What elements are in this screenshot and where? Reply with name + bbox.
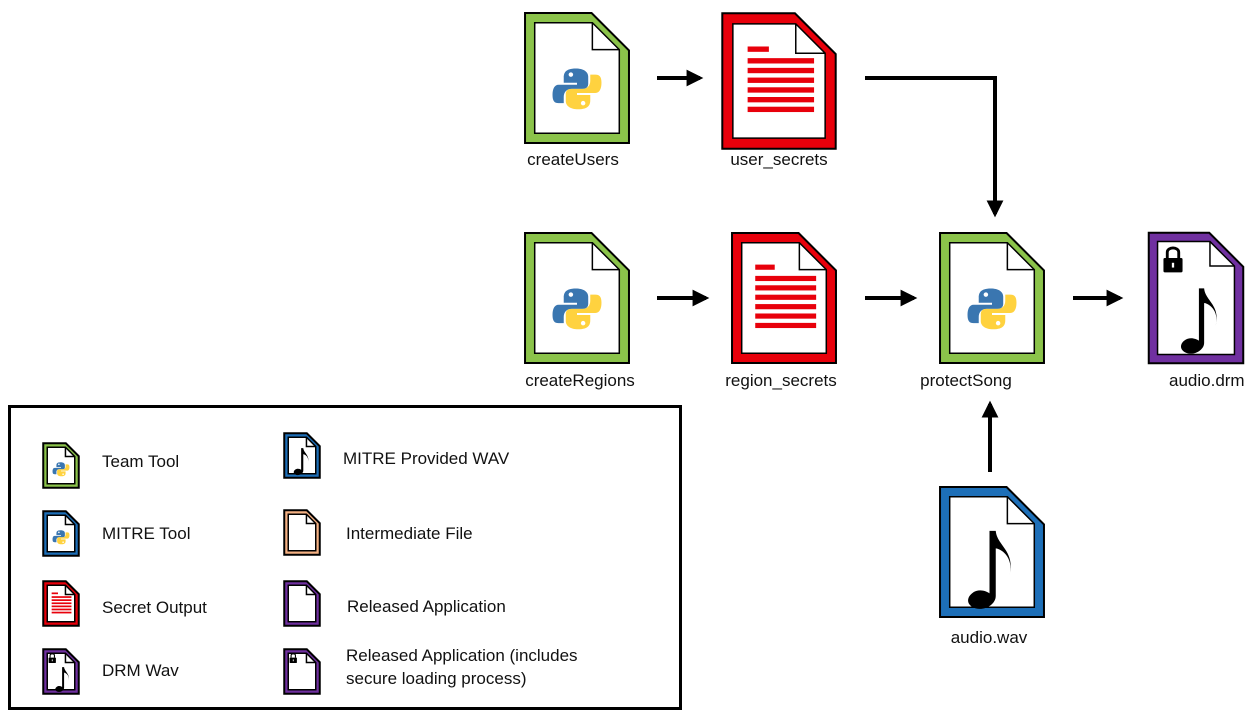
legend-label-intermediate-file: Intermediate File — [346, 524, 473, 543]
node-label-region-secrets: region_secrets — [725, 371, 837, 390]
legend-label-secret-output: Secret Output — [102, 598, 207, 617]
node-label-audio-drm: audio.drm — [1169, 371, 1245, 390]
user-secrets-file-icon — [721, 12, 837, 150]
createregions-file-icon — [524, 232, 630, 364]
legend-label-released-application-secure-line2: secure loading process) — [346, 669, 527, 688]
legend-released-application-icon — [283, 580, 321, 627]
node-label-audio-wav: audio.wav — [950, 628, 1028, 647]
legend-drm-wav-icon — [42, 648, 80, 695]
region-secrets-file-icon — [731, 232, 837, 364]
legend-mitre-provided-wav-icon — [283, 432, 321, 479]
node-label-protectsong: protectSong — [920, 371, 1012, 390]
legend-label-drm-wav: DRM Wav — [102, 661, 179, 680]
arrow-usersecrets-to-protectsong — [865, 76, 1004, 218]
legend-label-released-application: Released Application — [347, 597, 506, 616]
legend-intermediate-file-icon — [283, 509, 321, 556]
node-label-user-secrets: user_secrets — [730, 150, 828, 169]
legend-released-application-secure-icon — [283, 648, 321, 695]
createusers-file-icon — [524, 12, 630, 144]
legend — [8, 405, 682, 710]
legend-label-released-application-secure: Released Application (includes — [346, 646, 578, 665]
legend-label-mitre-tool: MITRE Tool — [102, 524, 191, 543]
audio-drm-file-icon — [1147, 231, 1245, 365]
audio-wav-file-icon — [939, 486, 1045, 618]
node-label-createusers: createUsers — [527, 150, 619, 169]
legend-team-tool-icon — [42, 442, 80, 489]
node-label-createregions: createRegions — [525, 371, 635, 390]
legend-label-mitre-provided-wav: MITRE Provided WAV — [343, 449, 510, 468]
protectsong-file-icon — [939, 232, 1045, 364]
legend-label-team-tool: Team Tool — [102, 452, 180, 471]
legend-secret-output-icon — [42, 580, 80, 627]
legend-mitre-tool-icon — [42, 510, 80, 557]
